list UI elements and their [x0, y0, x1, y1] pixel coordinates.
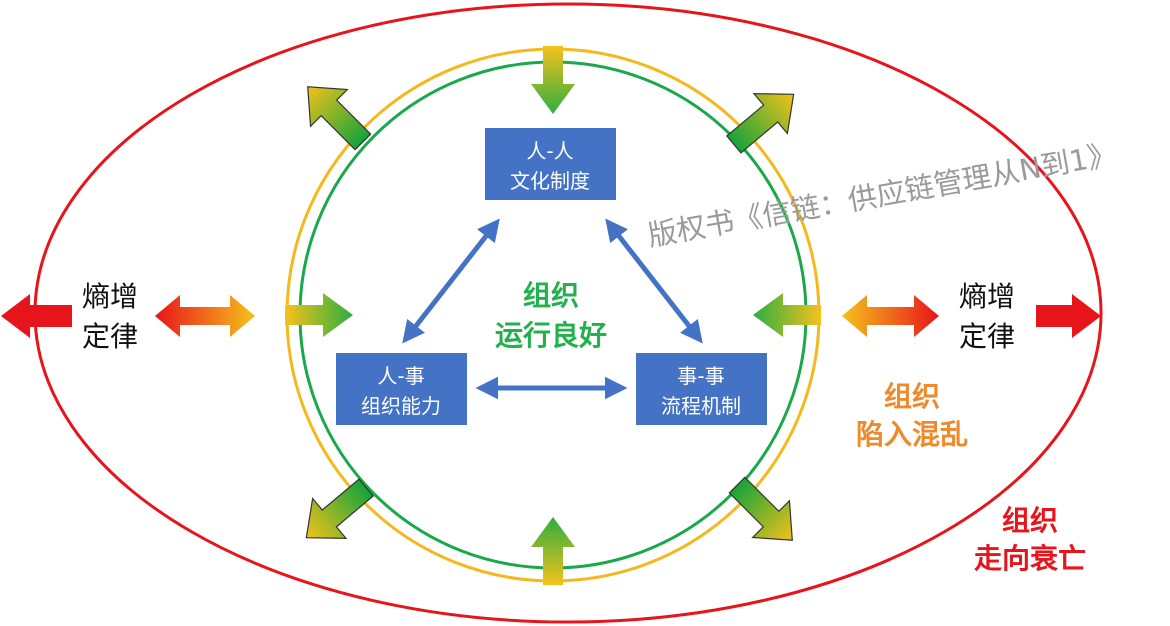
node-culture-line2: 文化制度 — [510, 169, 590, 193]
center-label: 组织 运行良好 — [495, 279, 607, 352]
node-capability: 人-事 组织能力 — [336, 353, 467, 425]
node-culture-line1: 人-人 — [526, 139, 573, 163]
red-arrow-right — [1036, 294, 1101, 338]
red-arrow-left — [1, 294, 72, 338]
node-process-line2: 流程机制 — [661, 394, 741, 418]
node-capability-line2: 组织能力 — [361, 394, 441, 418]
chaos-label-line2: 陷入混乱 — [856, 418, 968, 451]
entropy-label-left: 熵增 定律 — [82, 280, 138, 353]
double-arrow-right — [842, 295, 939, 337]
inward-arrow-left — [285, 293, 353, 337]
link-culture-process — [605, 218, 703, 344]
node-process: 事-事 流程机制 — [636, 353, 767, 425]
decline-label-line2: 走向衰亡 — [974, 542, 1086, 575]
center-label-line2: 运行良好 — [495, 319, 607, 352]
link-culture-capability — [402, 218, 500, 344]
node-capability-line1: 人-事 — [377, 364, 424, 388]
chaos-label: 组织 陷入混乱 — [856, 380, 968, 451]
entropy-right-line1: 熵增 — [959, 280, 1015, 313]
entropy-left-line2: 定律 — [82, 320, 138, 353]
outward-arrow-top-left — [288, 67, 382, 161]
entropy-left-line1: 熵增 — [82, 280, 138, 313]
watermark: 版权书《信链：供应链管理从N到1》 — [645, 137, 1119, 253]
decline-label-line1: 组织 — [1002, 504, 1058, 537]
decline-label: 组织 走向衰亡 — [974, 504, 1086, 575]
entropy-right-line2: 定律 — [959, 320, 1015, 353]
chaos-label-line1: 组织 — [884, 380, 940, 413]
node-process-line1: 事-事 — [677, 364, 724, 388]
double-arrow-left — [155, 295, 255, 337]
entropy-label-right: 熵增 定律 — [959, 280, 1015, 353]
node-culture: 人-人 文化制度 — [485, 128, 616, 200]
inward-arrow-bottom — [531, 517, 575, 585]
center-label-line1: 组织 — [523, 279, 579, 312]
inward-arrow-right — [753, 293, 821, 337]
outward-arrow-bottom-left — [289, 467, 384, 559]
inward-arrow-top — [531, 46, 575, 114]
